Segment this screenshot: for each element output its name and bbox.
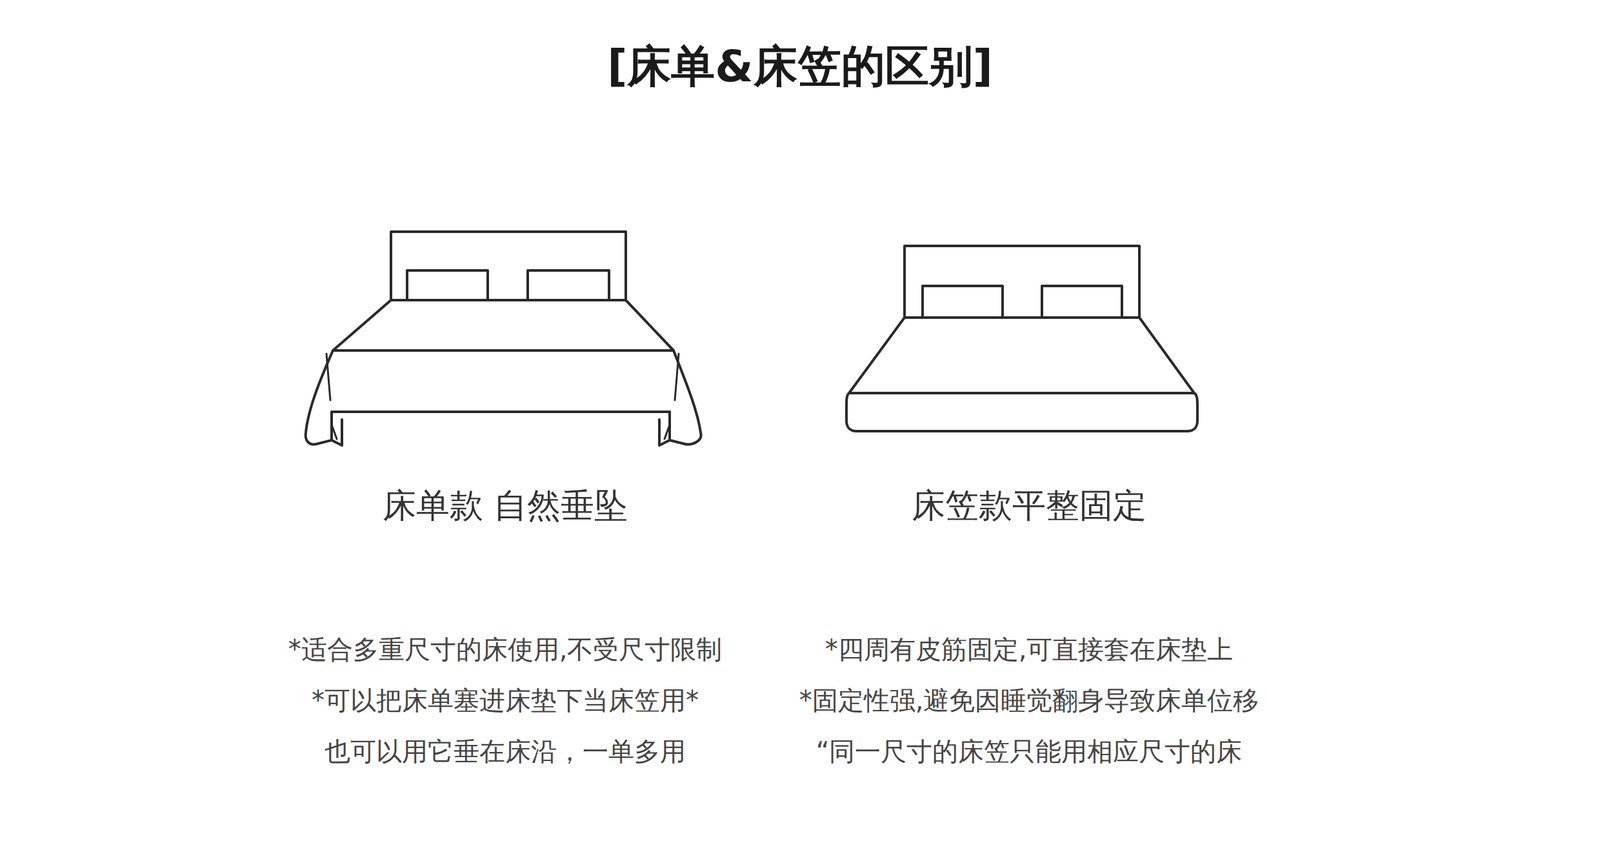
note-line: *适合多重尺寸的床使用,不受尺寸限制 (288, 633, 723, 665)
page-title: [床单&床笠的区别] (607, 40, 993, 93)
note-line: *可以把床单塞进床垫下当床笠用* (311, 684, 699, 716)
note-line: 也可以用它垂在床沿，一单多用 (324, 735, 686, 767)
bed-caption: 床笠款平整固定 (911, 485, 1147, 526)
flat-sheet-bed (305, 231, 702, 446)
fitted-sheet-bed (846, 245, 1198, 431)
note-line: *固定性强,避免因睡觉翻身导致床单位移 (799, 684, 1260, 716)
bed-caption: 床单款 自然垂坠 (382, 485, 629, 526)
note-line: *四周有皮筋固定,可直接套在床垫上 (825, 633, 1234, 665)
note-line: “同一尺寸的床笠只能用相应尺寸的床 (816, 735, 1243, 767)
